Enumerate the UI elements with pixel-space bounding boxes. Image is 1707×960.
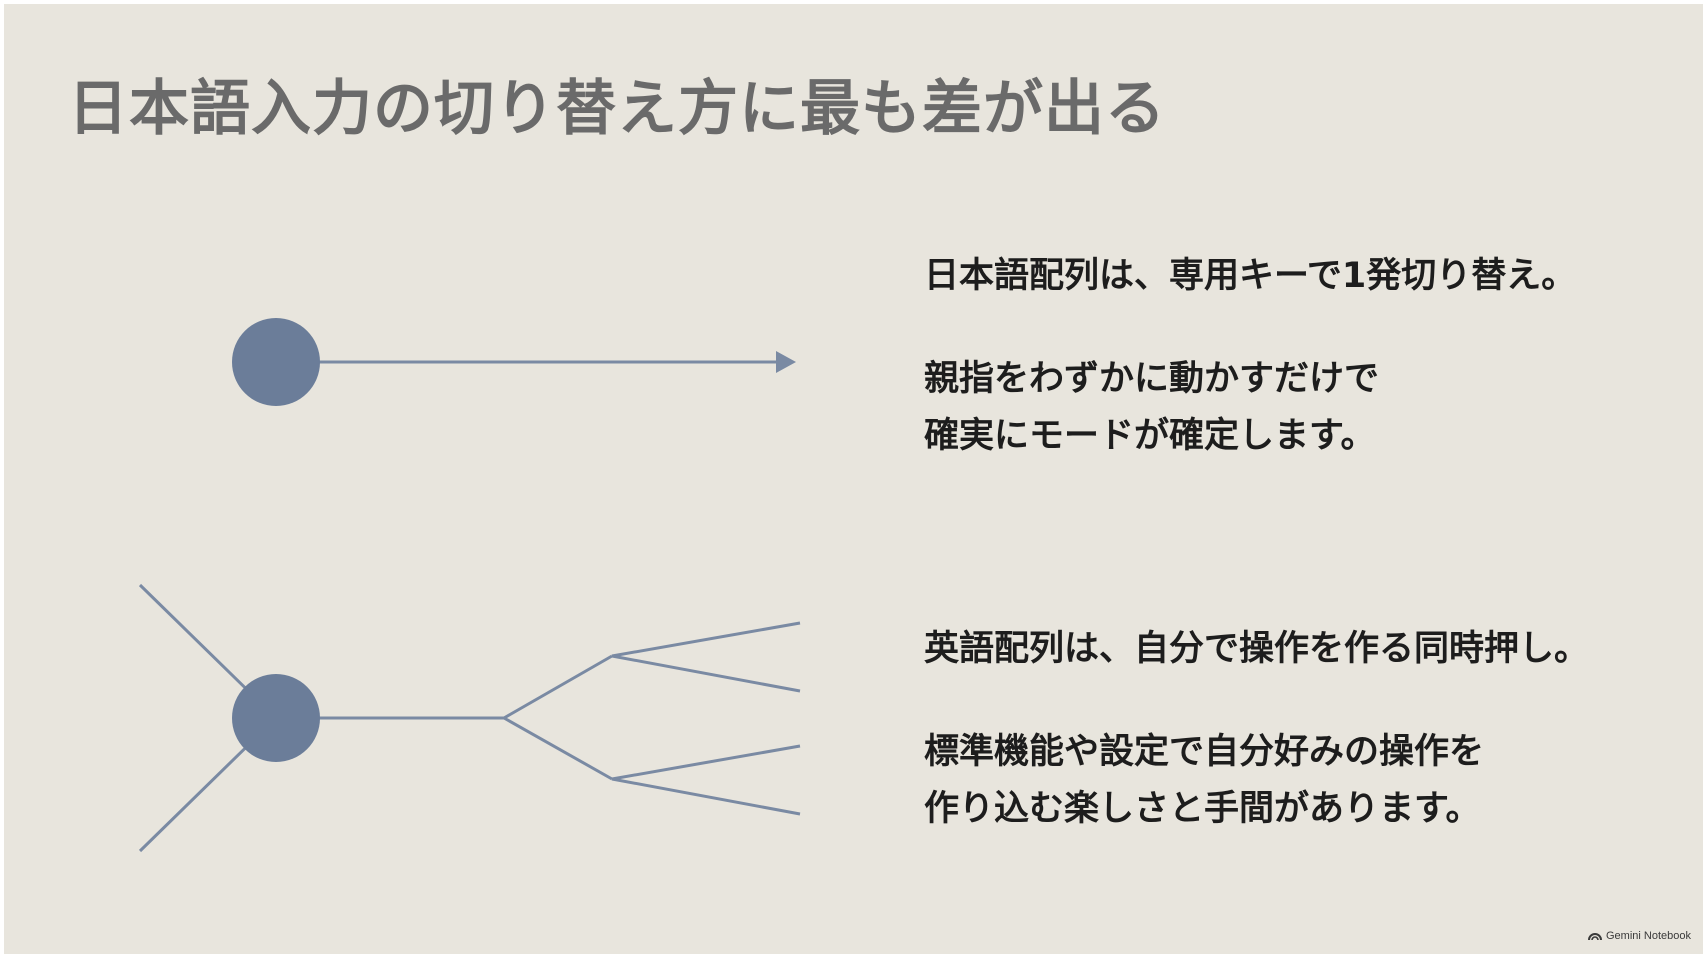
branch-leaf-2 bbox=[611, 654, 801, 693]
branch-fork-upper bbox=[503, 654, 613, 720]
direct-node bbox=[232, 318, 320, 406]
branch-leaf-4 bbox=[611, 777, 801, 816]
english-layout-detail-1: 標準機能や設定で自分好みの操作を bbox=[924, 732, 1485, 772]
japanese-layout-detail-2: 確実にモードが確定します。 bbox=[924, 416, 1376, 456]
comparison-diagram bbox=[138, 318, 801, 853]
english-layout-lead: 英語配列は、自分で操作を作る同時押し。 bbox=[924, 629, 1590, 669]
english-layout-text: 英語配列は、自分で操作を作る同時押し。 標準機能や設定で自分好みの操作を 作り込… bbox=[924, 621, 1589, 838]
notebook-logo-icon bbox=[1588, 932, 1602, 940]
branch-leaf-1 bbox=[611, 621, 801, 658]
branch-fork-lower bbox=[503, 716, 613, 781]
slide: 日本語入力の切り替え方に最も差が出る 日本語配列は、専用キーで1発切り替え。 親… bbox=[4, 4, 1703, 954]
japanese-layout-lead: 日本語配列は、専用キーで1発切り替え。 bbox=[924, 256, 1577, 296]
japanese-layout-text: 日本語配列は、専用キーで1発切り替え。 親指をわずかに動かすだけで 確実にモード… bbox=[924, 248, 1576, 465]
direct-arrow-head bbox=[776, 351, 796, 373]
branching-diagram bbox=[138, 583, 801, 853]
branch-node bbox=[232, 674, 320, 762]
slide-title: 日本語入力の切り替え方に最も差が出る bbox=[68, 74, 1166, 144]
branch-leaf-3 bbox=[611, 744, 801, 781]
branding-label: Gemini Notebook bbox=[1606, 930, 1691, 942]
english-layout-detail-2: 作り込む楽しさと手間があります。 bbox=[924, 789, 1481, 829]
branding: Gemini Notebook bbox=[1588, 930, 1691, 942]
direct-switch-diagram bbox=[232, 318, 796, 406]
japanese-layout-detail-1: 親指をわずかに動かすだけで bbox=[924, 359, 1380, 399]
